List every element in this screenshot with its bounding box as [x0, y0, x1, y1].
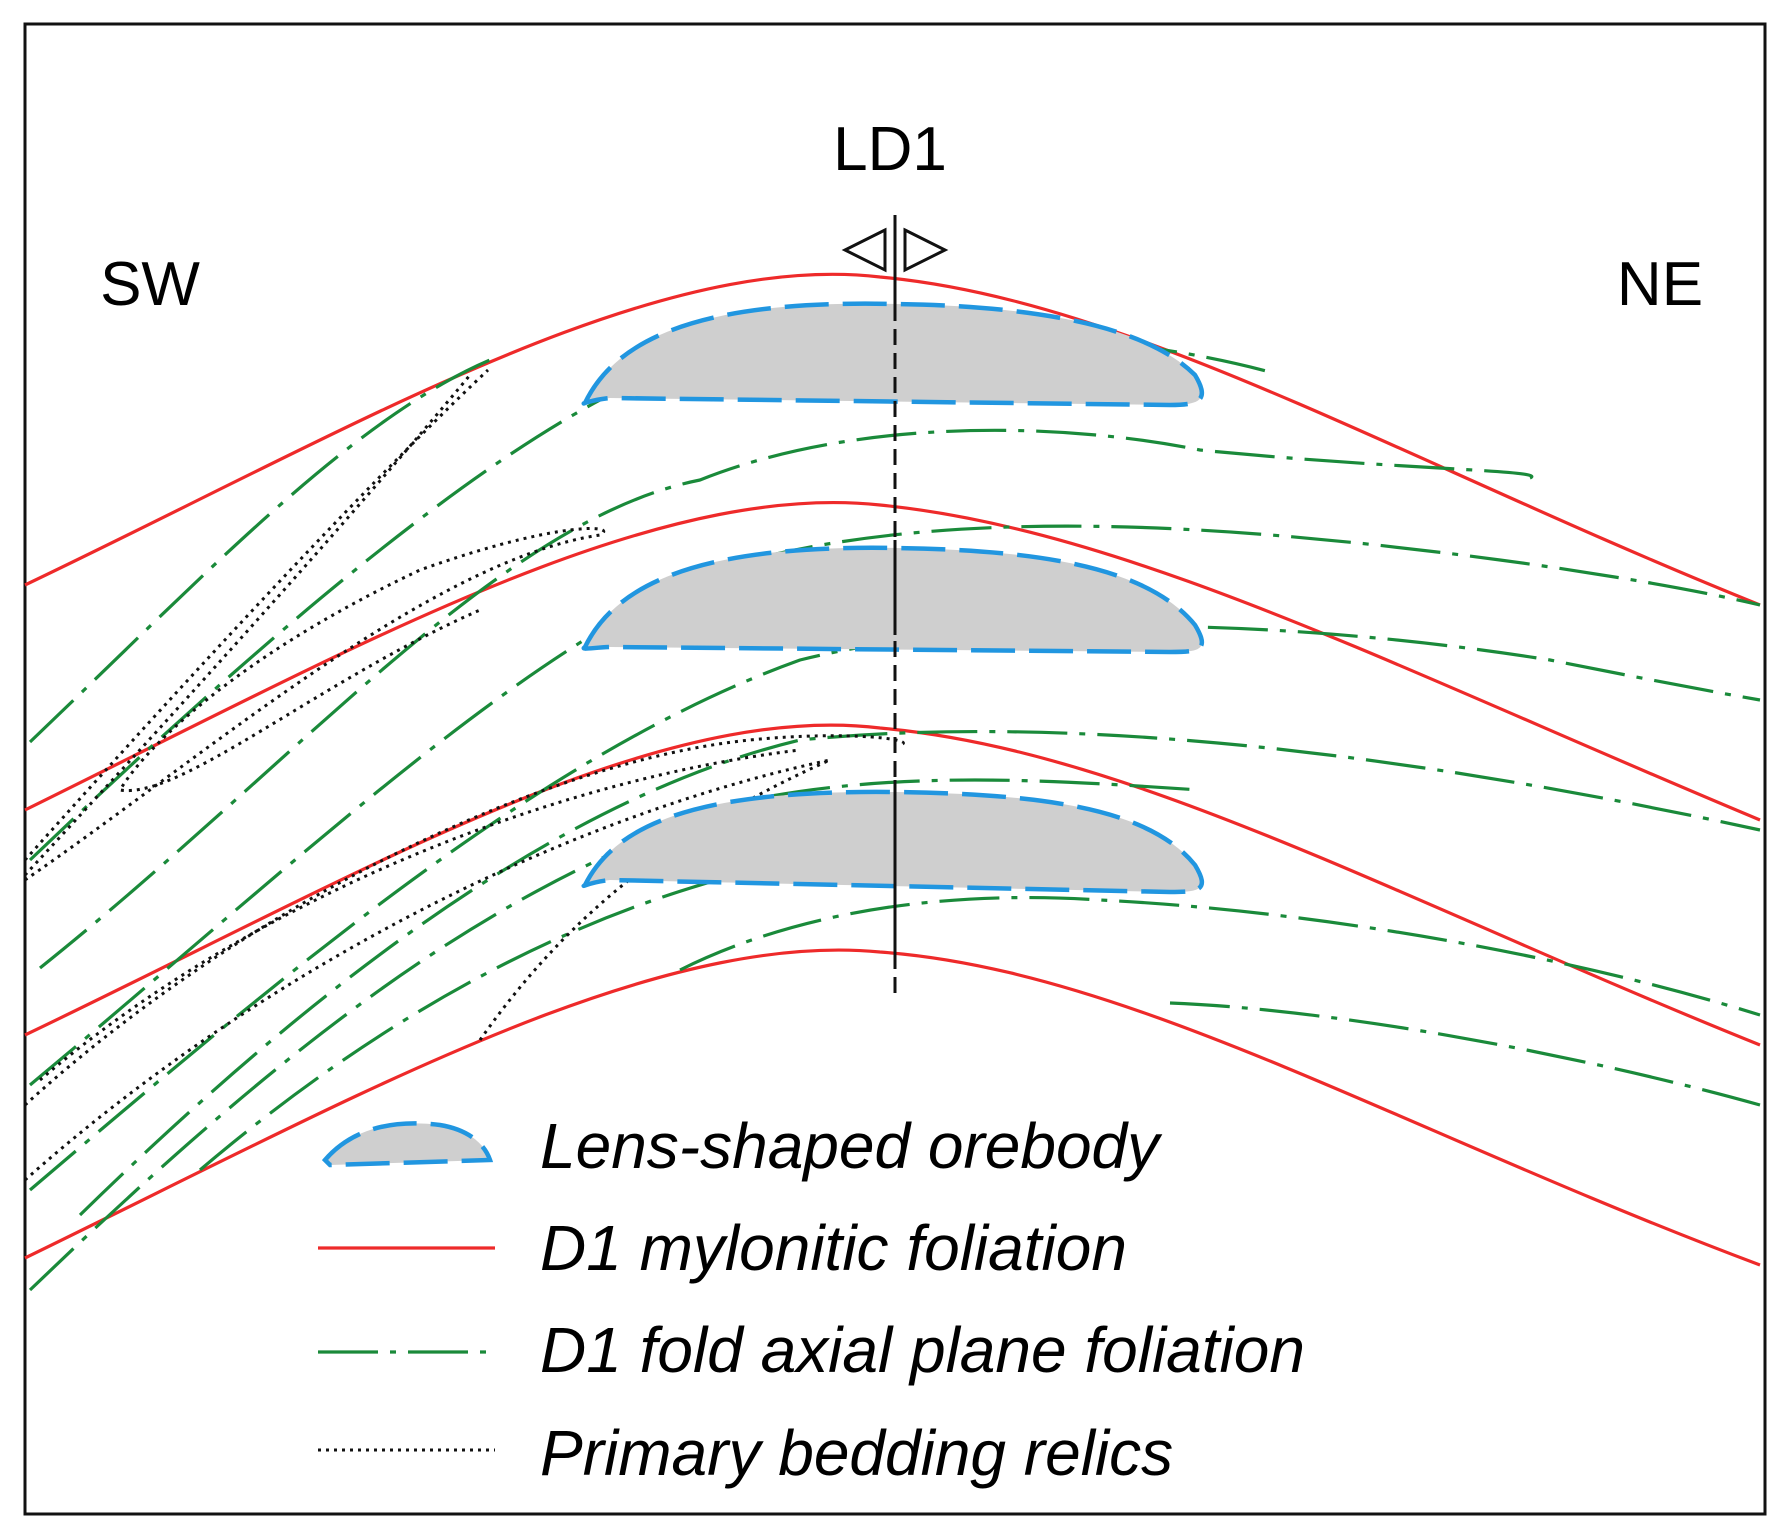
- legend: Lens-shaped orebody D1 mylonitic foliati…: [318, 1110, 1305, 1489]
- legend-label-axial: D1 fold axial plane foliation: [540, 1314, 1305, 1386]
- axial-line-7: [28, 778, 1201, 1292]
- bedding-relic-lines: [23, 368, 905, 1182]
- legend-item-bedding: Primary bedding relics: [318, 1417, 1173, 1489]
- axial-line-10: [1169, 1001, 1761, 1107]
- mylonitic-line-2: [24, 500, 1761, 822]
- legend-label-bedding: Primary bedding relics: [540, 1417, 1173, 1489]
- bedding-line-3: [24, 526, 606, 882]
- arrow-right-icon: [903, 227, 949, 273]
- legend-item-mylonitic: D1 mylonitic foliation: [318, 1212, 1127, 1284]
- legend-item-axial: D1 fold axial plane foliation: [318, 1314, 1305, 1386]
- bedding-line-1: [23, 368, 490, 861]
- bedding-line-4: [23, 734, 905, 1107]
- axial-line-6: [78, 729, 1761, 1217]
- orebody-2: [581, 545, 1205, 655]
- legend-label-mylonitic: D1 mylonitic foliation: [540, 1212, 1127, 1284]
- label-ne: NE: [1617, 250, 1703, 319]
- axial-line-3: [39, 428, 1534, 970]
- title-ld1: LD1: [833, 115, 947, 184]
- bedding-line-7: [39, 748, 801, 1082]
- legend-item-orebody: Lens-shaped orebody: [321, 1110, 1163, 1182]
- bedding-line-5: [24, 758, 831, 1182]
- mylonitic-line-3: [24, 723, 1761, 1047]
- mylonitic-line-4: [24, 948, 1761, 1267]
- axis-ld1: [841, 215, 949, 1000]
- orebody-1: [581, 301, 1205, 408]
- axial-line-4: [28, 524, 1761, 1087]
- mylonitic-line-1: [24, 272, 1761, 607]
- label-sw: SW: [100, 250, 200, 319]
- axial-line-9: [679, 895, 1761, 1017]
- arrow-left-icon: [841, 227, 887, 273]
- axial-line-1: [28, 358, 491, 744]
- legend-label-orebody: Lens-shaped orebody: [540, 1110, 1163, 1182]
- mylonitic-foliation-lines: [24, 272, 1761, 1267]
- bedding-line-6: [478, 758, 831, 1041]
- legend-orebody-symbol: [321, 1121, 494, 1168]
- orebody-3: [581, 789, 1205, 895]
- orebodies: [581, 301, 1205, 895]
